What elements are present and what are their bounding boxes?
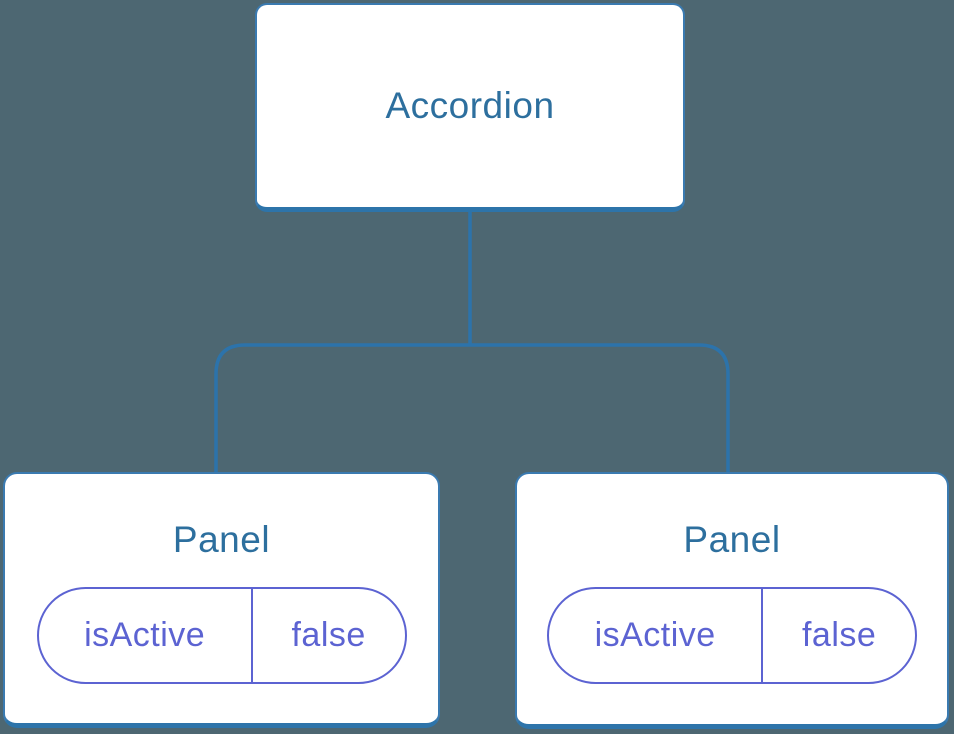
state-prop-value: false <box>291 616 366 655</box>
state-prop-value: false <box>801 616 877 655</box>
component-label: Accordion <box>385 84 555 126</box>
state-pill: isActive false <box>547 587 917 685</box>
component-node-panel-left: Panel isActive false <box>3 472 440 728</box>
component-label: Panel <box>683 519 781 560</box>
component-node-panel-right: Panel isActive false <box>515 472 949 729</box>
component-label: Panel <box>172 519 271 560</box>
state-pill: isActive false <box>36 587 407 685</box>
component-node-accordion: Accordion <box>255 3 685 212</box>
state-prop-name: isActive <box>549 589 764 683</box>
state-prop-name: isActive <box>39 589 253 683</box>
